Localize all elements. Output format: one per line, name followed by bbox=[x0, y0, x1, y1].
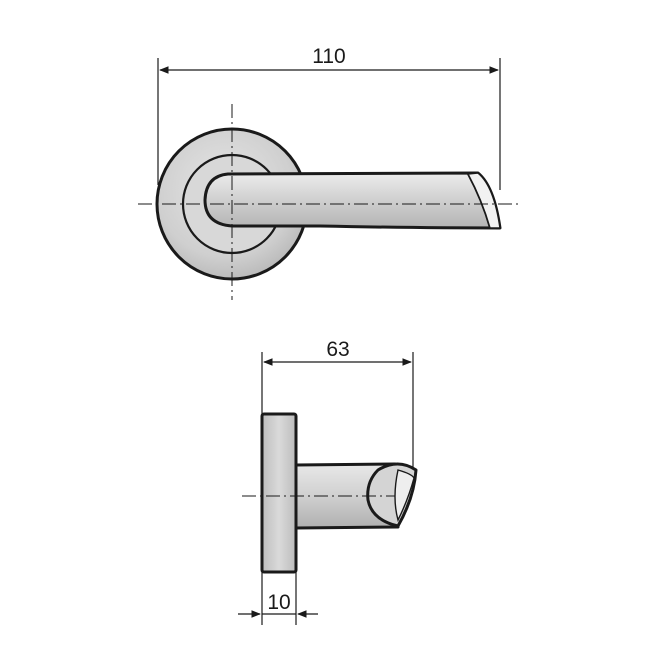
dimension-label-thickness: 10 bbox=[267, 591, 290, 614]
dimension-label-overall: 110 bbox=[312, 45, 345, 68]
dimension-overall-length: 110 bbox=[157, 45, 501, 190]
side-view: 63 10 bbox=[238, 338, 418, 625]
dimension-projection: 63 bbox=[261, 338, 414, 470]
rose-plate-side bbox=[260, 412, 298, 574]
lever-end-face bbox=[466, 172, 501, 229]
lever-arm bbox=[203, 171, 502, 230]
front-view: 110 bbox=[138, 45, 520, 300]
dimension-rose-thickness: 10 bbox=[238, 572, 318, 625]
dimension-label-projection: 63 bbox=[326, 338, 349, 361]
